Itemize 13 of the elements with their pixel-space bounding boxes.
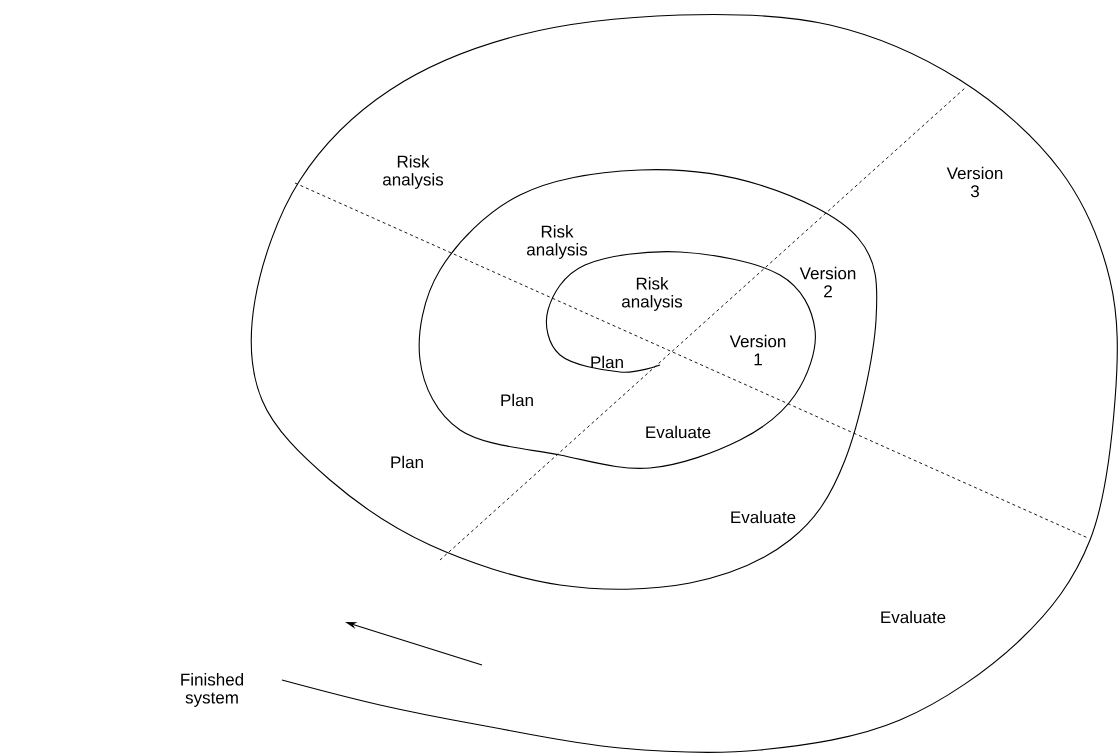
phase-label: Plan bbox=[391, 455, 423, 469]
phase-label: Version 1 bbox=[729, 334, 786, 366]
end-label: Finished system bbox=[181, 673, 243, 707]
phase-label: Risk analysis bbox=[527, 225, 588, 259]
phase-label: Evaluate bbox=[881, 610, 946, 624]
phase-label: Plan bbox=[501, 393, 533, 407]
phase-label: Version 2 bbox=[799, 266, 856, 298]
phase-label: Evaluate bbox=[731, 510, 796, 524]
phase-label: Risk analysis bbox=[383, 155, 444, 189]
phase-label: Plan bbox=[591, 355, 623, 369]
phase-label: Evaluate bbox=[646, 425, 711, 439]
phase-label: Version 3 bbox=[946, 166, 1003, 198]
phase-label: Risk analysis bbox=[622, 277, 683, 311]
